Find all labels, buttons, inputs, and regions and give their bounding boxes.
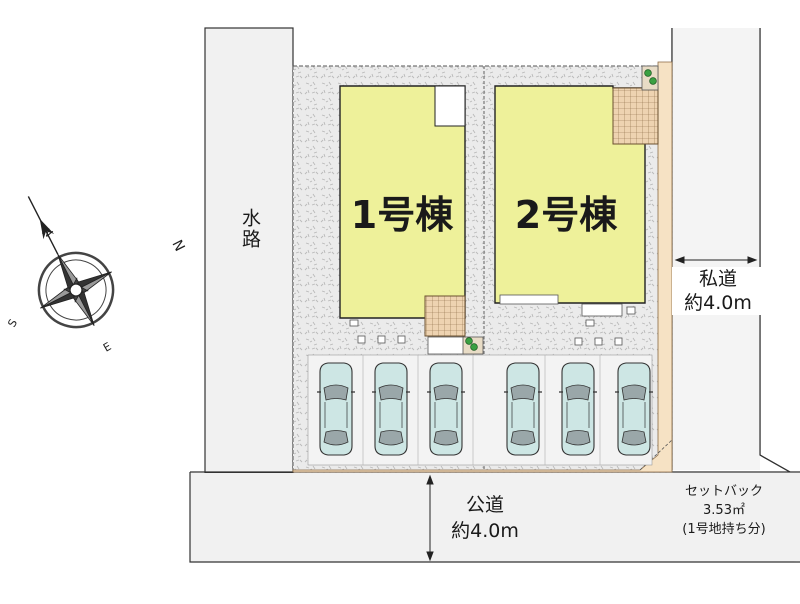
fixture [614, 337, 623, 346]
fixture [357, 335, 366, 344]
building-1-label: 1号棟 [351, 193, 454, 237]
tree-2a [644, 69, 652, 77]
fixture [377, 335, 386, 344]
fixture [585, 319, 595, 327]
compass-east: E [101, 340, 114, 355]
private-road-label: 私道 約4.0m [672, 267, 764, 315]
waterway-strip [204, 27, 294, 474]
parked-car [614, 362, 654, 456]
parked-car [558, 362, 598, 456]
setback-area: 3.53㎡ [703, 503, 745, 518]
compass-west: W [38, 224, 54, 241]
private-road-width: 約4.0m [684, 292, 752, 314]
public-road-dimension [426, 474, 434, 562]
building-2-label: 2号棟 [515, 193, 618, 237]
compass-north: N [168, 238, 187, 255]
building-2-porch [581, 303, 623, 317]
setback-area [292, 61, 673, 473]
building-1-deck [424, 295, 466, 337]
planter-2 [641, 65, 659, 91]
setback-title: セットバック [684, 484, 763, 499]
setback-note: (1号地持ち分) [682, 522, 766, 537]
fixture [397, 335, 406, 344]
public-road-label: 公道 約4.0m [440, 492, 530, 544]
tree-1a [465, 337, 473, 345]
tree-2b [649, 77, 657, 85]
waterway-label: 水路 [239, 208, 261, 250]
compass-south: S [5, 317, 20, 330]
private-road-name: 私道 [698, 268, 737, 290]
parked-car [426, 362, 466, 456]
fixture [349, 319, 359, 327]
parked-car [371, 362, 411, 456]
fixture [574, 337, 583, 346]
tree-1b [470, 343, 478, 351]
fixture [594, 337, 603, 346]
parked-car [316, 362, 356, 456]
public-road-width: 約4.0m [451, 520, 519, 542]
building-1-entry [427, 336, 465, 355]
private-road-dimension [674, 256, 758, 264]
parked-car [503, 362, 543, 456]
building-2-deck [612, 87, 659, 145]
compass-rose [27, 196, 115, 329]
setback-label: セットバック 3.53㎡ (1号地持ち分) [664, 482, 784, 539]
private-road-fill [672, 28, 760, 470]
building-1-notch [434, 85, 466, 127]
building-2-entry [499, 294, 559, 305]
public-road-name: 公道 [465, 494, 504, 516]
parking-area [307, 354, 653, 466]
fixture [626, 306, 636, 315]
